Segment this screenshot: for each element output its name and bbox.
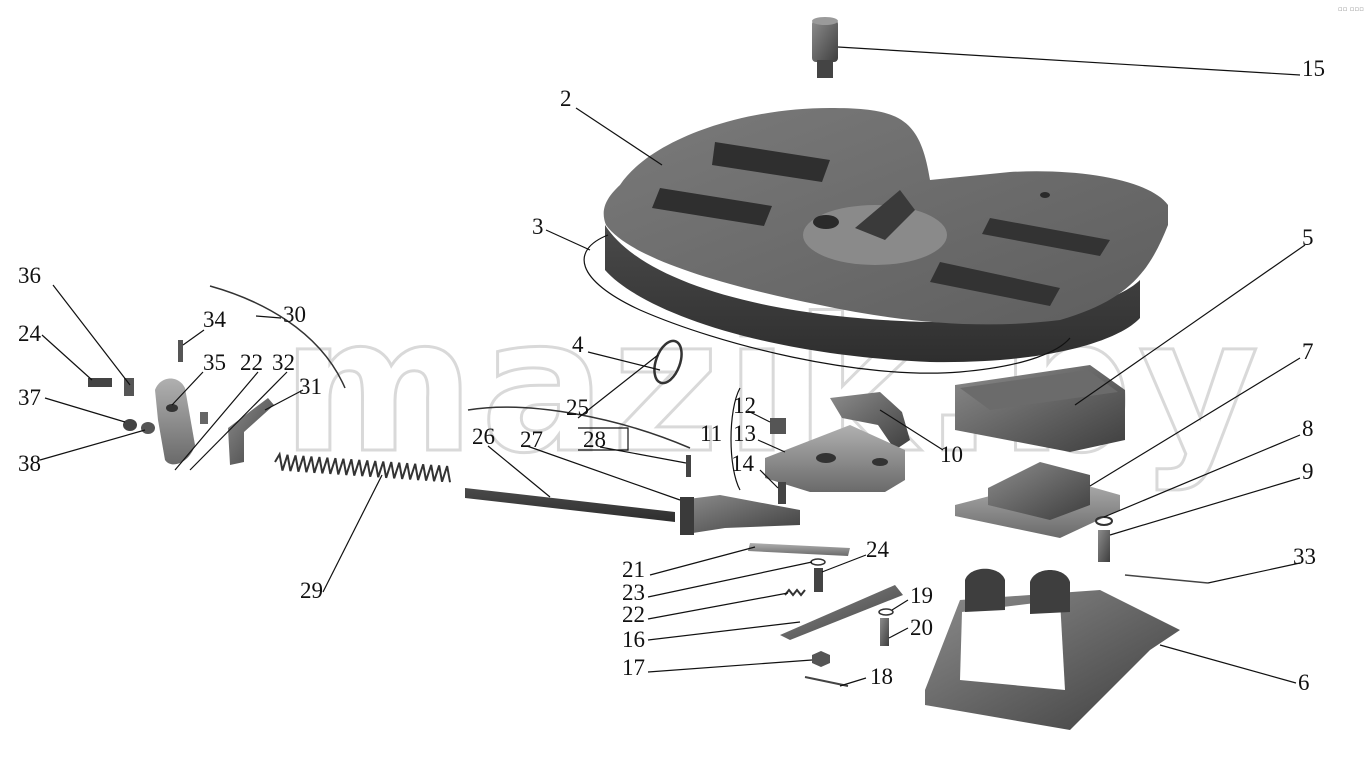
callout-16: 16 xyxy=(622,627,645,652)
callout-14: 14 xyxy=(731,451,755,476)
callout-12: 12 xyxy=(733,393,756,418)
part-16-plate xyxy=(780,585,903,640)
part-25-wire xyxy=(467,406,691,449)
leader-lines xyxy=(39,46,1306,687)
part-23-washer xyxy=(810,558,826,566)
part-21-strip xyxy=(748,543,850,556)
callout-27: 27 xyxy=(520,427,543,452)
callout-3: 3 xyxy=(532,214,544,239)
callout-25: 25 xyxy=(566,395,589,420)
callout-34: 34 xyxy=(203,307,227,332)
part-29-spring xyxy=(274,451,451,483)
callout-22-b: 22 xyxy=(622,602,645,627)
part-27-handle xyxy=(680,495,800,535)
callout-37: 37 xyxy=(18,385,41,410)
callout-17: 17 xyxy=(622,655,645,680)
callout-23: 23 xyxy=(622,580,645,605)
corner-mark: ▫▫ ▫▫▫ xyxy=(1338,5,1364,13)
callout-20: 20 xyxy=(910,615,933,640)
callout-labels: 15 2 3 5 36 24 34 30 35 22 32 31 37 38 4… xyxy=(18,56,1325,695)
callout-29: 29 xyxy=(300,578,323,603)
part-24-screw xyxy=(88,378,112,387)
callout-15: 15 xyxy=(1302,56,1325,81)
part-30-wire xyxy=(209,285,346,389)
part-5-jaw-block xyxy=(955,365,1125,452)
part-9-bolt xyxy=(1098,530,1110,562)
part-34-pin xyxy=(178,340,183,362)
part-33-cotter xyxy=(1124,574,1209,584)
part-10-lever xyxy=(830,392,910,450)
part-31-latch xyxy=(228,398,274,465)
callout-32: 32 xyxy=(272,350,295,375)
callout-19: 19 xyxy=(910,583,933,608)
part-28-pin xyxy=(686,455,691,477)
part-14-bolt xyxy=(778,482,786,504)
callout-8: 8 xyxy=(1302,416,1314,441)
part-2-saddle-plate xyxy=(603,108,1168,363)
callout-6: 6 xyxy=(1298,670,1310,695)
callout-9: 9 xyxy=(1302,459,1314,484)
callout-26: 26 xyxy=(472,424,495,449)
callout-22: 22 xyxy=(240,350,263,375)
callout-10: 10 xyxy=(940,442,963,467)
callout-21: 21 xyxy=(622,557,645,582)
callout-36: 36 xyxy=(18,263,41,288)
callout-35: 35 xyxy=(203,350,226,375)
callout-31: 31 xyxy=(299,374,322,399)
callout-24-b: 24 xyxy=(866,537,890,562)
part-4-ring xyxy=(653,339,683,385)
part-17-nut xyxy=(812,651,830,667)
part-26-rod xyxy=(465,488,675,522)
callout-13: 13 xyxy=(733,421,756,446)
part-32-pin xyxy=(200,412,208,424)
part-22-spring-small xyxy=(784,588,806,597)
part-13-jaw xyxy=(765,425,905,492)
part-18-pin xyxy=(804,676,849,687)
callout-38: 38 xyxy=(18,451,41,476)
part-20-bolt xyxy=(880,618,889,646)
part-8-washer xyxy=(1095,516,1113,526)
callout-30: 30 xyxy=(283,302,306,327)
part-12-block xyxy=(770,418,786,434)
part-36-block xyxy=(124,378,134,396)
part-7-base-plate xyxy=(955,462,1120,538)
callout-2: 2 xyxy=(560,86,572,111)
part-15-pin xyxy=(812,17,838,78)
callout-5: 5 xyxy=(1302,225,1314,250)
part-24-bolt xyxy=(814,568,823,592)
callout-33: 33 xyxy=(1293,544,1316,569)
callout-11: 11 xyxy=(700,421,722,446)
part-37-nut xyxy=(123,419,137,431)
callout-18: 18 xyxy=(870,664,893,689)
part-6-bracket xyxy=(925,568,1180,730)
part-3-cable xyxy=(583,234,1071,374)
part-35-pawl xyxy=(155,378,195,465)
callout-28: 28 xyxy=(583,427,606,452)
part-38-nut xyxy=(141,422,155,434)
callout-4: 4 xyxy=(572,332,584,357)
part-19-washer xyxy=(878,608,894,616)
callout-24: 24 xyxy=(18,321,42,346)
callout-7: 7 xyxy=(1302,339,1314,364)
